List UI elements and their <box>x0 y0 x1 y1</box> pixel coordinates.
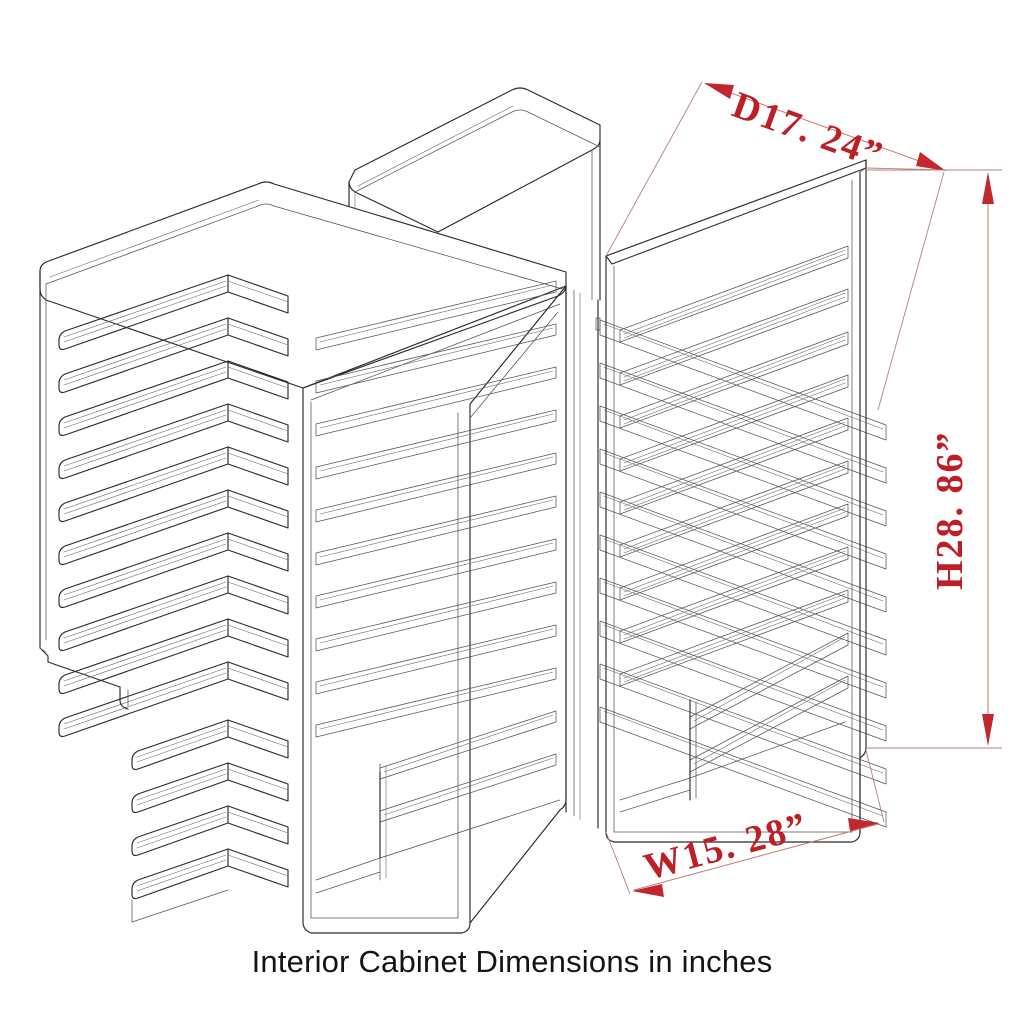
figure-caption: Interior Cabinet Dimensions in inches <box>251 944 773 979</box>
dimension-label-height: H28. 86” <box>929 430 971 590</box>
dimension-arrow-height-bottom <box>982 714 994 746</box>
dimension-label-depth: D17. 24” <box>727 84 889 177</box>
dimension-arrow-height-top <box>982 172 994 204</box>
left-cabinet-lower-step-slots <box>119 686 289 923</box>
left-cabinet-interior-floor <box>315 771 561 894</box>
dimension-height: H28. 86” <box>866 169 1002 749</box>
left-cabinet-outer-wall <box>39 270 121 688</box>
dimension-arrow-depth-start <box>704 83 734 99</box>
right-cabinet-interior-slots <box>619 245 849 813</box>
dimension-width: W15. 28” <box>605 749 885 897</box>
dimension-arrow-depth-end <box>916 152 946 171</box>
left-cabinet-front-slots <box>58 274 289 738</box>
dimension-label-width: W15. 28” <box>639 805 812 889</box>
cabinet-divider-wall <box>565 285 599 829</box>
right-cabinet-rear-slots <box>595 317 887 828</box>
dimension-arrow-width-start <box>632 884 664 897</box>
left-cabinet-front-frame <box>302 285 567 934</box>
dimension-arrow-width-end <box>848 818 880 831</box>
left-cabinet-top-panel <box>39 181 567 403</box>
right-cabinet-front-frame <box>605 159 867 843</box>
left-cabinet-interior-slots <box>315 280 557 881</box>
